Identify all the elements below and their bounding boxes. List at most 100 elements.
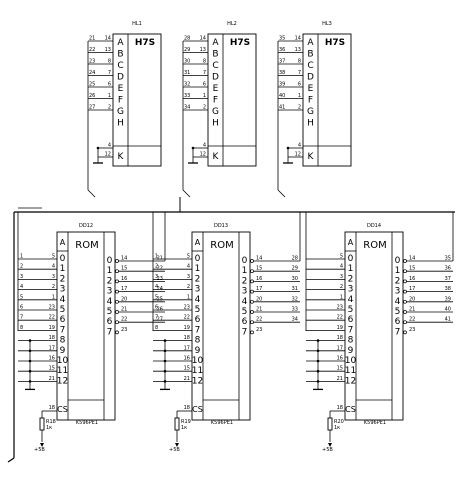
rom-address-label: 10 [345, 356, 357, 366]
inverting-output-bubble [115, 279, 119, 284]
wire-number: 3 [155, 274, 158, 280]
pin-number: 17 [49, 345, 55, 351]
pin-number: 22 [121, 317, 127, 323]
wire-number: 23 [89, 59, 95, 65]
pin-number: 5 [187, 254, 190, 260]
pin-number: 4 [298, 143, 301, 149]
resistor-body [174, 417, 180, 431]
pin-number: 5 [340, 254, 343, 260]
pin-number: 20 [121, 296, 127, 302]
pin-number: 4 [52, 264, 55, 270]
rom-output-label: 3 [242, 287, 248, 297]
pin-number: 1 [108, 93, 111, 99]
rom-output-label: 0 [242, 256, 248, 266]
rom-address-label: 2 [348, 274, 354, 284]
wire-number: 6 [20, 305, 23, 311]
inverting-output-bubble [403, 299, 407, 304]
rom-address-label: 8 [60, 336, 66, 346]
pin-number: 14 [409, 256, 415, 262]
rom-address-label: 8 [195, 336, 201, 346]
pin-number: 6 [203, 82, 206, 88]
pin-number: 13 [200, 47, 206, 53]
wire-number: 8 [20, 325, 23, 331]
wire-number: 25 [157, 296, 163, 302]
rom-cs-label: CS [57, 405, 68, 414]
rom-address-label: 0 [348, 254, 354, 264]
pin-number: 21 [184, 376, 190, 382]
rom-output-label: 3 [107, 287, 113, 297]
wire-number: 32 [292, 296, 298, 302]
rom-cs-label: CS [345, 405, 356, 414]
pin-number: 12 [105, 152, 111, 158]
inverting-output-bubble [250, 259, 254, 263]
segment-label: D [117, 73, 124, 83]
pin-number: 23 [121, 327, 127, 333]
k-label: K [118, 152, 125, 162]
pin-number: 14 [121, 256, 127, 262]
supply-arrow-icon [328, 443, 332, 447]
resistor-ref: R18 [46, 419, 56, 425]
segment-label: C [117, 61, 123, 71]
rom-ref: DD12 [79, 223, 93, 229]
wire-number: 29 [292, 266, 298, 272]
display-ref: HL3 [322, 21, 332, 27]
junction-dot [316, 339, 320, 342]
rom-output-label: 4 [107, 297, 113, 307]
rom-address-label: 12 [192, 376, 203, 386]
pin-number: 6 [298, 82, 301, 88]
resistor-value: 1к [46, 425, 52, 431]
junction-dot [316, 369, 320, 373]
junction-dot [28, 369, 32, 373]
wire-number: 1 [20, 254, 23, 260]
pin-number: 5 [52, 254, 55, 260]
pin-number: 12 [295, 152, 301, 158]
display-bundle-line [182, 189, 191, 198]
pin-number: 7 [203, 70, 206, 76]
rom-address-label: 0 [60, 254, 66, 264]
junction-dot [163, 339, 167, 342]
display-type: H7S [135, 38, 155, 48]
rom-address-label: 6 [60, 315, 66, 325]
rom-output-label: 7 [107, 327, 113, 337]
pin-number: 2 [187, 284, 190, 290]
pin-number: 19 [184, 325, 190, 331]
rom-part-number: K596PE1 [211, 420, 233, 426]
junction-dot [316, 380, 320, 383]
pin-number: 16 [256, 276, 262, 282]
wire-number: 33 [292, 307, 298, 313]
resistor-ref: R19 [181, 419, 191, 425]
segment-label: G [212, 107, 219, 117]
rom-address-label: 4 [60, 295, 66, 305]
wire-number: 23 [157, 276, 163, 282]
pin-number: 7 [298, 70, 301, 76]
rom-output-label: 5 [107, 307, 113, 317]
wire-number: 35 [279, 36, 285, 42]
wire-number: 37 [279, 59, 285, 65]
pin-number: 17 [337, 345, 343, 351]
wire-number: 22 [157, 266, 163, 272]
pin-number: 21 [121, 307, 127, 313]
display-bundle-line [87, 189, 96, 198]
rom-output-label: 6 [242, 317, 248, 327]
supply-arrow-icon [40, 443, 44, 447]
inverting-output-bubble [250, 289, 254, 294]
rom-output-label: 1 [242, 266, 248, 276]
inverting-output-bubble [115, 299, 119, 304]
rom-address-label: 9 [348, 346, 354, 356]
wire-number: 29 [184, 47, 190, 53]
pin-number: 17 [409, 286, 415, 292]
pin-number: 22 [49, 315, 55, 321]
inverting-output-bubble [403, 269, 407, 274]
rom-body [56, 231, 116, 421]
rom-address-label: 10 [192, 356, 204, 366]
rom-ref: DD14 [367, 223, 381, 229]
supply-label: +5В [322, 447, 333, 453]
rom-address-label: 5 [60, 305, 66, 315]
wire-number: 30 [292, 276, 298, 282]
wire-number: 36 [445, 266, 451, 272]
display-ref: HL1 [132, 21, 142, 27]
pin-number: 16 [49, 356, 55, 362]
pin-number: 22 [337, 315, 343, 321]
segment-label: H [307, 119, 314, 129]
